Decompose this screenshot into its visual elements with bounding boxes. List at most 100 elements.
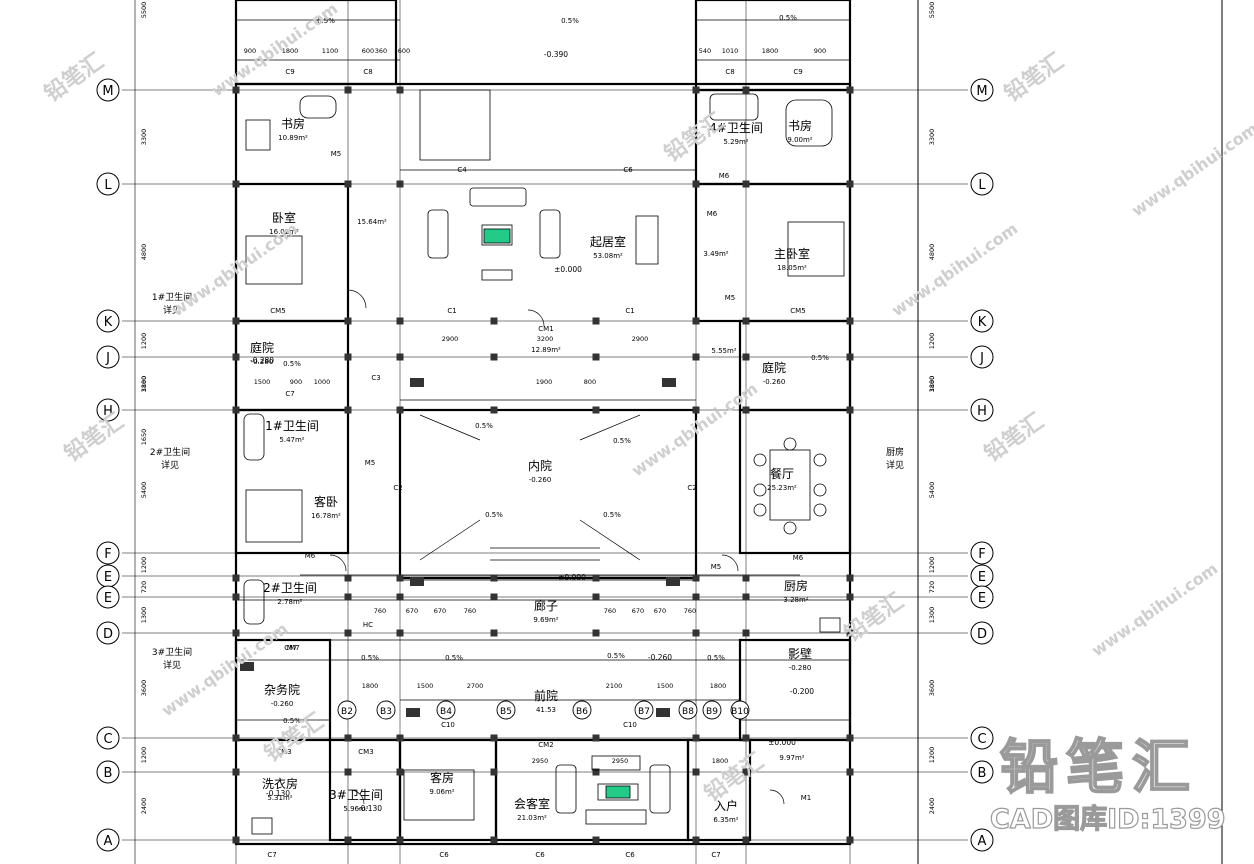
room-area-master: 18.05m² xyxy=(777,264,807,272)
slope-mark: 0.5% xyxy=(607,652,625,660)
dimension-left: 3180 xyxy=(140,376,148,393)
slope-arrow xyxy=(579,414,641,441)
room-name-bath4: 4#卫生间 xyxy=(709,121,763,135)
window-tag: C6 xyxy=(439,851,449,859)
axis-label-left: D xyxy=(103,627,113,642)
dimension-left: 1800 xyxy=(140,376,148,393)
axis-label-right: D xyxy=(977,627,987,642)
column xyxy=(490,353,498,361)
axis-label-right: E xyxy=(978,570,986,585)
dimension-row: 1500 xyxy=(657,682,674,690)
room-area-corridor_nw: 15.64m² xyxy=(357,218,387,226)
furniture-piece xyxy=(819,617,841,633)
dimension-left: 1650 xyxy=(140,429,148,446)
dimension-row: 1500 xyxy=(417,682,434,690)
axis-label-left: J xyxy=(105,351,110,366)
dimension-left: 4800 xyxy=(140,244,148,261)
room-name-hallway: 廊子 xyxy=(534,598,558,613)
window-tag: C7 xyxy=(267,851,276,859)
room-area-hallway: 9.69m² xyxy=(533,616,558,624)
level-mark: -0.130 xyxy=(358,804,382,813)
room-area-service: -0.260 xyxy=(271,700,294,708)
note-title-bath_note_1: 1#卫生间 xyxy=(152,291,192,303)
dimension-row: 1000 xyxy=(314,378,331,386)
dimension-row: 2900 xyxy=(632,335,649,343)
dimension-right: 3600 xyxy=(928,680,936,697)
window-tag: CM3 xyxy=(276,748,291,756)
wall xyxy=(234,408,350,555)
room-name-guest: 客卧 xyxy=(314,494,338,509)
column xyxy=(232,734,240,742)
axis-label-column: B8 xyxy=(682,707,694,717)
room-name-front: 前院 xyxy=(534,688,558,703)
axis-label-right: M xyxy=(976,84,987,99)
column xyxy=(344,836,352,844)
furniture-piece xyxy=(555,764,577,814)
level-mark: ±0.000 xyxy=(554,265,582,274)
dimension-top: 900 xyxy=(814,47,826,55)
room-name-yard_w: 庭院 xyxy=(250,340,274,355)
dining-chair xyxy=(783,521,797,535)
column xyxy=(846,734,854,742)
axis-bubble-right xyxy=(970,345,994,369)
dimension-row: 2700 xyxy=(467,682,484,690)
dining-chair xyxy=(813,483,827,497)
column xyxy=(344,593,352,601)
room-area-bed_w: 16.02m² xyxy=(269,228,299,236)
window-tag: CM1 xyxy=(538,325,553,333)
dimension-top: 540 xyxy=(699,47,711,55)
column xyxy=(846,574,854,582)
column xyxy=(846,593,854,601)
dimension-top: 1800 xyxy=(282,47,299,55)
column xyxy=(490,768,498,776)
axis-bubble-right xyxy=(970,760,994,784)
axis-bubble-right xyxy=(970,726,994,750)
shaft-mark xyxy=(666,577,680,586)
dimension-row: 800 xyxy=(584,378,596,386)
room-area-hall_n: 12.89m² xyxy=(531,346,561,354)
axis-bubble-column xyxy=(337,700,357,720)
axis-label-right: H xyxy=(977,404,987,419)
axis-label-left: L xyxy=(104,178,112,193)
dimension-row: 760 xyxy=(374,607,386,615)
column xyxy=(846,836,854,844)
column xyxy=(232,836,240,844)
room-area-study_e: 9.00m² xyxy=(787,136,812,144)
column xyxy=(592,629,600,637)
dimension-row: 1800 xyxy=(710,682,727,690)
column xyxy=(232,768,240,776)
door-swing xyxy=(721,554,739,572)
axis-bubble-column xyxy=(730,700,750,720)
level-mark: -0.390 xyxy=(544,50,568,59)
note-title-kitchen_note: 厨房 xyxy=(886,446,904,458)
axis-bubble-right xyxy=(970,621,994,645)
dimension-row: 670 xyxy=(654,607,666,615)
column xyxy=(490,734,498,742)
column xyxy=(692,768,700,776)
column xyxy=(396,574,404,582)
dimension-row: 1900 xyxy=(536,378,553,386)
column xyxy=(846,180,854,188)
column xyxy=(396,629,404,637)
window-tag: C7 xyxy=(285,390,294,398)
level-mark: ±0.000 xyxy=(768,738,796,747)
room-area-yard_w: -0.280 xyxy=(251,358,274,366)
furniture-piece xyxy=(245,119,271,151)
axis-bubble-column xyxy=(436,700,456,720)
furniture-piece xyxy=(243,413,265,461)
slope-mark: 0.5% xyxy=(283,717,301,725)
axis-label-left: H xyxy=(103,404,113,419)
dimension-left: 5500 xyxy=(140,2,148,19)
axis-label-right: C xyxy=(977,732,986,747)
column xyxy=(396,353,404,361)
room-name-living: 起居室 xyxy=(590,234,626,249)
axis-bubble-left xyxy=(96,172,120,196)
door-tag: M6 xyxy=(707,210,718,218)
dining-chair xyxy=(813,503,827,517)
dining-chair xyxy=(753,503,767,517)
axis-label-column: B4 xyxy=(440,707,452,717)
dimension-left: 3600 xyxy=(140,680,148,697)
door-tag: M5 xyxy=(725,294,736,302)
axis-bubble-column xyxy=(678,700,698,720)
